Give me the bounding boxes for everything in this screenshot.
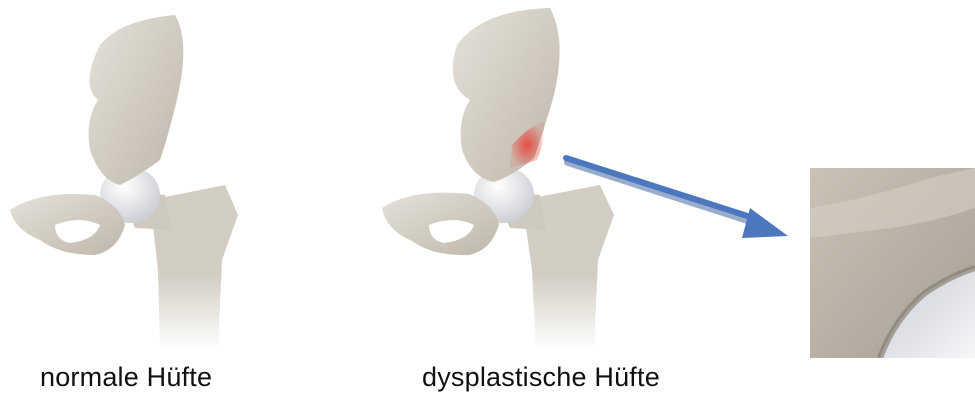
normal-hip-illustration <box>0 0 260 350</box>
zoom-detail-illustration <box>810 168 975 358</box>
caption-normal-hip: normale Hüfte <box>40 362 212 393</box>
caption-dysplastic-hip: dysplastische Hüfte <box>422 362 660 393</box>
arrow-right-down-icon <box>560 150 800 250</box>
